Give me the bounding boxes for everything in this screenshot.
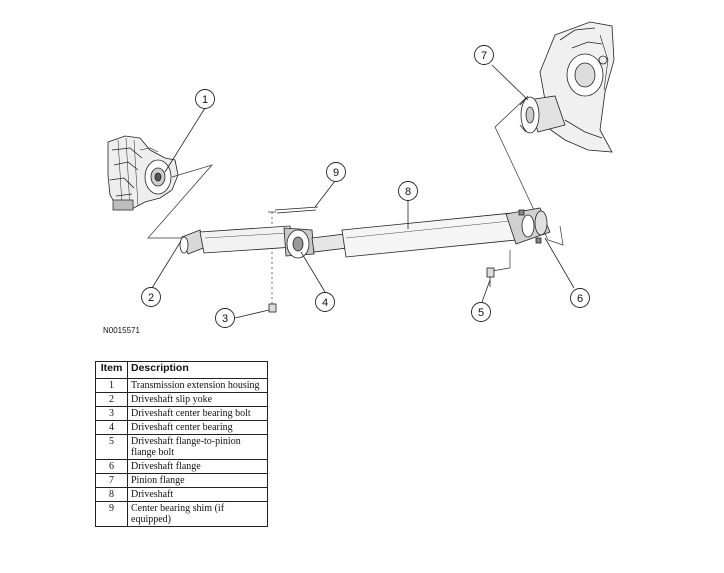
legend-row: 9 Center bearing shim (if equipped) xyxy=(95,501,268,527)
legend-header-item: Item xyxy=(95,361,128,379)
svg-text:6: 6 xyxy=(577,293,583,305)
callout-6: 6 xyxy=(570,288,590,308)
svg-text:7: 7 xyxy=(481,50,487,62)
legend-item-number: 7 xyxy=(95,473,128,488)
callout-5: 5 xyxy=(471,302,491,322)
callout-7: 7 xyxy=(474,45,494,65)
legend-row: 7 Pinion flange xyxy=(95,473,268,488)
driveshaft-assembly xyxy=(179,207,551,259)
svg-text:5: 5 xyxy=(478,307,484,319)
callout-2: 2 xyxy=(141,287,161,307)
legend-item-number: 8 xyxy=(95,487,128,502)
legend-item-number: 9 xyxy=(95,501,128,527)
svg-text:3: 3 xyxy=(222,313,228,325)
legend-item-number: 3 xyxy=(95,406,128,421)
callout-leaders xyxy=(151,64,575,319)
legend-row: 4 Driveshaft center bearing xyxy=(95,420,268,435)
center-bearing-shim xyxy=(274,206,319,214)
svg-text:9: 9 xyxy=(333,167,339,179)
legend-row: 3 Driveshaft center bearing bolt xyxy=(95,406,268,421)
svg-text:4: 4 xyxy=(322,297,328,309)
transmission-illustration xyxy=(107,135,179,211)
legend-item-description: Driveshaft flange xyxy=(127,459,268,474)
legend-header-row: Item Description xyxy=(95,361,268,379)
legend-item-number: 6 xyxy=(95,459,128,474)
callout-1: 1 xyxy=(195,89,215,109)
callout-8: 8 xyxy=(398,181,418,201)
callout-9: 9 xyxy=(326,162,346,182)
driveshaft-diagram: 1 2 3 4 5 6 7 8 9 xyxy=(107,21,615,328)
callout-4: 4 xyxy=(315,292,335,312)
legend-row: 6 Driveshaft flange xyxy=(95,459,268,474)
legend-row: 1 Transmission extension housing xyxy=(95,378,268,393)
legend-item-description: Pinion flange xyxy=(127,473,268,488)
legend-item-number: 2 xyxy=(95,392,128,407)
diagram-reference-code: N0015571 xyxy=(103,326,140,335)
flange-bolt xyxy=(486,267,495,287)
legend-item-number: 5 xyxy=(95,434,128,460)
callout-3: 3 xyxy=(215,308,235,328)
center-bearing-bolt xyxy=(268,303,277,313)
rear-axle-illustration xyxy=(519,21,615,153)
svg-text:8: 8 xyxy=(405,186,411,198)
legend-item-description: Driveshaft xyxy=(127,487,268,502)
legend-item-description: Driveshaft center bearing bolt xyxy=(127,406,268,421)
legend-item-description: Driveshaft flange-to-pinion flange bolt xyxy=(127,434,268,460)
legend-item-description: Driveshaft slip yoke xyxy=(127,392,268,407)
legend-row: 2 Driveshaft slip yoke xyxy=(95,392,268,407)
legend-item-number: 4 xyxy=(95,420,128,435)
svg-text:2: 2 xyxy=(148,292,154,304)
svg-text:1: 1 xyxy=(202,94,208,106)
legend-item-number: 1 xyxy=(95,378,128,393)
legend-item-description: Driveshaft center bearing xyxy=(127,420,268,435)
legend-row: 5 Driveshaft flange-to-pinion flange bol… xyxy=(95,434,268,460)
legend-table: Item Description 1 Transmission extensio… xyxy=(95,361,268,527)
legend-item-description: Center bearing shim (if equipped) xyxy=(127,501,268,527)
legend-header-description: Description xyxy=(127,361,268,379)
legend-row: 8 Driveshaft xyxy=(95,487,268,502)
legend-item-description: Transmission extension housing xyxy=(127,378,268,393)
guide-lines xyxy=(147,95,564,305)
